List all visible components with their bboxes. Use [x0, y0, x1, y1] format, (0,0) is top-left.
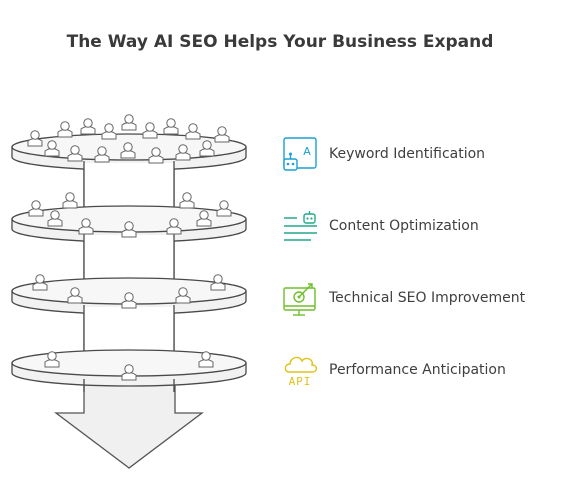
step-label-technical: Technical SEO Improvement — [329, 290, 526, 306]
step-label-content: Content Optimization — [329, 218, 479, 234]
person-icon — [175, 287, 191, 304]
person-icon — [78, 218, 94, 235]
person-icon — [198, 351, 214, 368]
person-icon — [196, 210, 212, 227]
page-title: The Way AI SEO Helps Your Business Expan… — [66, 32, 494, 52]
person-icon — [57, 121, 73, 138]
person-icon — [121, 221, 137, 238]
person-icon — [67, 287, 83, 304]
person-icon — [47, 210, 63, 227]
cloud-api-icon: API — [281, 350, 321, 390]
person-icon — [214, 126, 230, 143]
person-icon — [163, 118, 179, 135]
person-icon — [94, 146, 110, 163]
person-icon — [121, 114, 137, 131]
person-icon — [210, 274, 226, 291]
person-icon — [67, 145, 83, 162]
person-icon — [44, 351, 60, 368]
person-icon — [166, 218, 182, 235]
person-icon — [179, 192, 195, 209]
monitor-target-icon — [281, 280, 321, 320]
person-icon — [80, 118, 96, 135]
disc-layer-2 — [11, 205, 247, 243]
person-icon — [175, 144, 191, 161]
step-label-keyword: Keyword Identification — [329, 146, 486, 162]
content-robot-icon — [281, 208, 321, 248]
step-label-performance: Performance Anticipation — [329, 362, 506, 378]
person-icon — [44, 140, 60, 157]
person-icon — [101, 123, 117, 140]
api-text: API — [289, 375, 312, 388]
person-icon — [121, 292, 137, 309]
person-icon — [185, 123, 201, 140]
person-icon — [216, 200, 232, 217]
person-icon — [121, 364, 137, 381]
person-icon — [32, 274, 48, 291]
person-icon — [120, 142, 136, 159]
person-icon — [148, 147, 164, 164]
person-icon — [62, 192, 78, 209]
svg-text:A: A — [303, 145, 311, 158]
person-icon — [199, 140, 215, 157]
person-icon — [28, 200, 44, 217]
ai-robot-icon: A — [281, 135, 321, 175]
person-icon — [27, 130, 43, 147]
person-icon — [142, 122, 158, 139]
